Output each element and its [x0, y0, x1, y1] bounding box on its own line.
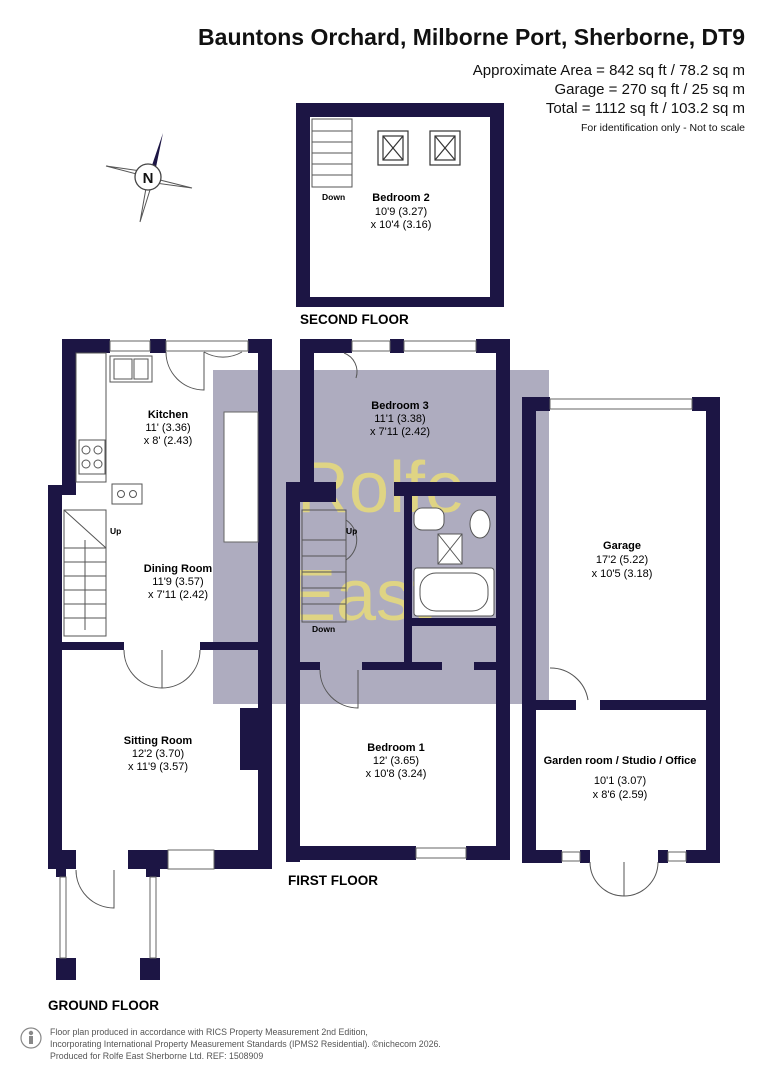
footer-notes: Floor plan produced in accordance with R… [50, 1026, 441, 1062]
bedroom1-name: Bedroom 1 [367, 742, 424, 754]
garage-dim1: 17'2 (5.22) [596, 554, 648, 566]
bedroom3-name: Bedroom 3 [371, 400, 428, 412]
kitchen-dim2: x 8' (2.43) [144, 435, 193, 447]
kitchen-dim1: 11' (3.36) [145, 422, 190, 434]
first-floor-plan [286, 339, 510, 862]
sink-icon [109, 355, 153, 383]
stairs-up-label-ground: Up [110, 526, 121, 536]
bedroom2-dim2: x 10'4 (3.16) [371, 219, 432, 231]
second-floor-plan [296, 103, 504, 307]
rics-logo-icon [20, 1027, 42, 1049]
ground-floor-fixtures [59, 340, 259, 959]
hob-icon [78, 439, 106, 475]
footer-line1: Floor plan produced in accordance with R… [50, 1027, 368, 1037]
bedroom3-dim1: 11'1 (3.38) [374, 413, 425, 425]
plan-title: Bauntons Orchard, Milborne Port, Sherbor… [198, 24, 745, 50]
garage-plan [522, 397, 720, 863]
first-floor-label: FIRST FLOOR [288, 873, 378, 888]
bedroom1-dim1: 12' (3.65) [373, 755, 419, 767]
dining-room-dim2: x 7'11 (2.42) [148, 589, 208, 601]
footer-line3: Produced for Rolfe East Sherborne Ltd. R… [50, 1051, 264, 1061]
compass-rose-icon: N [105, 133, 193, 223]
identification-note: For identification only - Not to scale [581, 122, 745, 134]
garage-fixtures [549, 398, 693, 897]
dining-room-name: Dining Room [144, 563, 213, 575]
garage-area: Garage = 270 sq ft / 25 sq m [554, 81, 745, 98]
washbasin-icon [413, 507, 445, 531]
stairs-up-label-first: Up [346, 526, 357, 536]
ground-floor-label: GROUND FLOOR [48, 998, 159, 1013]
ground-floor-plan [48, 339, 272, 980]
kitchen-name: Kitchen [148, 409, 189, 421]
second-floor-label: SECOND FLOOR [300, 312, 409, 327]
garden-room-dim1: 10'1 (3.07) [594, 775, 646, 787]
skylight-icon [377, 130, 409, 166]
first-floor-fixtures [301, 340, 495, 859]
sitting-room-name: Sitting Room [124, 735, 193, 747]
total-area: Total = 1112 sq ft / 103.2 sq m [545, 100, 745, 117]
skylight-icon [429, 130, 461, 166]
bedroom2-name: Bedroom 2 [372, 192, 429, 204]
toilet-icon [469, 509, 491, 539]
sitting-room-dim1: 12'2 (3.70) [132, 748, 184, 760]
compass-north-label: N [143, 170, 154, 187]
garage-dim2: x 10'5 (3.18) [592, 568, 653, 580]
bedroom3-dim2: x 7'11 (2.42) [370, 426, 430, 438]
garage-name: Garage [603, 540, 641, 552]
dining-room-dim1: 11'9 (3.57) [152, 576, 203, 588]
sitting-room-dim2: x 11'9 (3.57) [128, 761, 188, 773]
stairs-down-label-first: Down [312, 624, 335, 634]
garden-room-name: Garden room / Studio / Office [544, 755, 697, 767]
bedroom1-dim2: x 10'8 (3.24) [366, 768, 427, 780]
footer-line2: Incorporating International Property Mea… [50, 1039, 441, 1049]
stairs-down-label-second: Down [322, 192, 345, 202]
bath-icon [413, 567, 495, 617]
approximate-area: Approximate Area = 842 sq ft / 78.2 sq m [472, 62, 745, 79]
garden-room-dim2: x 8'6 (2.59) [593, 789, 648, 801]
bedroom2-dim1: 10'9 (3.27) [375, 206, 427, 218]
